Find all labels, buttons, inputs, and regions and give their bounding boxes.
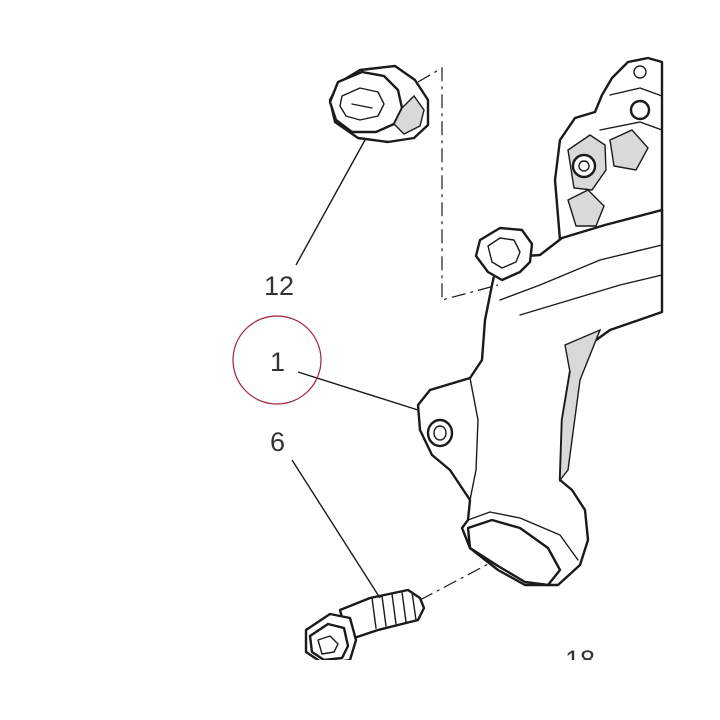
upper-bracket (553, 56, 664, 242)
bottom-crop (0, 660, 720, 720)
main-bracket (416, 208, 664, 587)
callout-12: 12 (264, 271, 294, 301)
callout-1: 1 (270, 347, 285, 377)
assembly-centerlines (417, 66, 499, 601)
leader-lines (291, 139, 419, 599)
callout-6: 6 (270, 427, 285, 457)
highlight-circle (232, 315, 322, 405)
bushing (328, 64, 430, 144)
bolt (304, 588, 426, 666)
